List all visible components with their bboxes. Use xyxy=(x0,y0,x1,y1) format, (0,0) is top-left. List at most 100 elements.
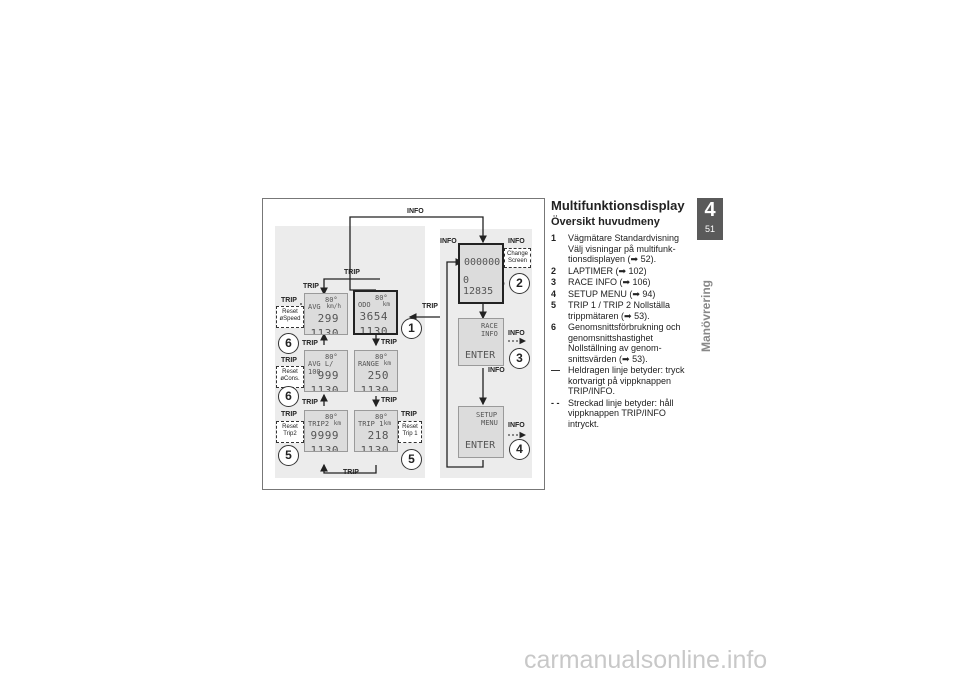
trip-label: TRIP xyxy=(401,411,417,418)
legend-key: 3 xyxy=(551,277,557,287)
section-side-tab: Manövrering xyxy=(699,279,713,352)
chapter-marker: 4 51 xyxy=(697,198,723,240)
value-readout: 999 xyxy=(317,369,339,382)
info-label: INFO xyxy=(508,422,525,429)
unit-label: km xyxy=(382,301,390,308)
legend-item-solid-line: — Heldragen linje betyder: tryck kortvar… xyxy=(551,365,691,397)
callout-badge-5: 5 xyxy=(401,449,422,470)
trip-label: TRIP xyxy=(281,411,297,418)
value-readout: 9999 xyxy=(310,429,339,442)
avg-speed-screen: 80° AVG km/h 299 1130 xyxy=(304,293,348,335)
screen-label: ODO xyxy=(358,301,371,309)
enter-label: ENTER xyxy=(465,440,496,451)
legend-item: 4 SETUP MENU (➡ 94) xyxy=(551,289,691,300)
temp-readout: 80° xyxy=(375,353,388,361)
info-label: INFO xyxy=(508,330,525,337)
time-readout: 1130 xyxy=(310,327,339,335)
callout-badge-2: 2 xyxy=(509,273,530,294)
race-info-line1: RACE xyxy=(481,322,498,330)
legend-text: LAPTIMER (➡ 102) xyxy=(568,265,647,276)
race-info-line2: INFO xyxy=(481,330,498,338)
value-readout: 250 xyxy=(367,369,389,382)
screen-label: AVG xyxy=(308,303,321,311)
value-readout: 3654 xyxy=(359,310,388,323)
legend-item: 3 RACE INFO (➡ 106) xyxy=(551,277,691,288)
setup-menu-screen: SETUP MENU ENTER xyxy=(458,406,504,458)
callout-badge-3: 3 xyxy=(509,348,530,369)
info-label: INFO xyxy=(440,238,457,245)
trip-label: TRIP xyxy=(281,297,297,304)
unit-label: km xyxy=(383,360,391,367)
trip-label: TRIP xyxy=(281,357,297,364)
laptimer-row1: 000000 xyxy=(464,257,501,268)
trip-label: TRIP xyxy=(381,339,397,346)
temp-readout: 80° xyxy=(375,413,388,421)
trip-label: TRIP xyxy=(302,340,318,347)
legend-item-dashed-line: - - Streckad linje betyder: håll vippkna… xyxy=(551,398,691,430)
legend-text: Vägmätare Standardvisning Välj visningar… xyxy=(568,233,680,264)
trip-label: TRIP xyxy=(422,303,438,310)
page-number: 51 xyxy=(704,224,715,234)
screen-label: TRIP2 xyxy=(308,420,330,428)
temp-readout: 80° xyxy=(325,413,338,421)
trip1-screen: 80° TRIP 1 km 218 1130 xyxy=(354,410,398,452)
legend-key: - - xyxy=(551,397,560,408)
info-label-top: INFO xyxy=(407,208,424,215)
value-readout: 218 xyxy=(367,429,389,442)
unit-label: km xyxy=(383,420,391,427)
callout-badge-6: 6 xyxy=(278,333,299,354)
change-screen-box: Change Screen xyxy=(504,248,531,268)
reset-cons-box: Reset øCons. xyxy=(276,366,304,388)
reset-speed-box: Reset øSpeed xyxy=(276,306,304,328)
trip-label: TRIP xyxy=(303,283,319,290)
laptimer-row2: 0 12835 xyxy=(463,275,494,297)
legend-item: 1 Vägmätare Standardvisning Välj visning… xyxy=(551,233,691,265)
time-readout: 1130 xyxy=(310,444,339,452)
legend-item: 2 LAPTIMER (➡ 102) xyxy=(551,266,691,277)
watermark: carmanualsonline.info xyxy=(524,646,768,674)
range-screen: 80° RANGE km 250 1130 xyxy=(354,350,398,392)
trip-label-bottom: TRIP xyxy=(343,469,359,476)
temp-readout: 80° xyxy=(325,353,338,361)
time-readout: 1130 xyxy=(310,384,339,392)
trip-label-top: TRIP xyxy=(344,269,360,276)
legend-text: SETUP MENU (➡ 94) xyxy=(568,288,656,299)
race-info-screen: RACE INFO ENTER xyxy=(458,318,504,366)
odo-screen: 80° ODO km 3654 1130 xyxy=(353,290,398,335)
setup-menu-line1: SETUP xyxy=(476,411,498,419)
enter-label: ENTER xyxy=(465,350,496,361)
legend-key: 1 xyxy=(551,233,557,243)
temp-readout: 80° xyxy=(375,294,388,302)
temp-readout: 80° xyxy=(325,296,338,304)
trip-label: TRIP xyxy=(302,399,318,406)
legend-item: 6 Genomsnittsförbrukning och genomsnitts… xyxy=(551,322,691,364)
callout-badge-4: 4 xyxy=(509,439,530,460)
page-title: Multifunktionsdisplay xyxy=(551,198,685,213)
legend-text: Heldragen linje betyder: tryck kortvarig… xyxy=(568,365,685,396)
info-label: INFO xyxy=(508,238,525,245)
reset-trip2-box: Reset Trip2 xyxy=(276,421,304,443)
legend-key: 2 xyxy=(551,265,557,276)
legend-item: 5 TRIP 1 / TRIP 2 Nollställa trippmätare… xyxy=(551,300,691,321)
time-readout: 1130 xyxy=(360,444,389,452)
laptimer-screen: 000000 0 12835 xyxy=(458,243,504,304)
unit-label: km/h xyxy=(326,303,341,310)
reset-trip1-box: Reset Trip 1 xyxy=(398,421,422,443)
legend-text: TRIP 1 / TRIP 2 Nollställa trippmätaren … xyxy=(568,300,671,321)
legend-list: 1 Vägmätare Standardvisning Välj visning… xyxy=(551,233,691,430)
info-label: INFO xyxy=(488,367,505,374)
callout-badge-5: 5 xyxy=(278,445,299,466)
page-subtitle: Översikt huvudmeny xyxy=(551,216,660,228)
value-readout: 299 xyxy=(317,312,339,325)
legend-key: — xyxy=(551,365,560,375)
screen-label: TRIP 1 xyxy=(358,420,384,428)
legend-text: Streckad linje betyder: håll vippknappen… xyxy=(568,397,674,429)
chapter-number: 4 xyxy=(704,199,716,221)
callout-badge-6: 6 xyxy=(278,386,299,407)
legend-key: 6 xyxy=(551,322,557,332)
legend-key: 5 xyxy=(551,300,557,310)
avg-cons-screen: 80° AVG L/ 100 999 1130 xyxy=(304,350,348,392)
time-readout: 1130 xyxy=(359,325,388,335)
trip2-screen: 80° TRIP2 km 9999 1130 xyxy=(304,410,348,452)
legend-key: 4 xyxy=(551,288,557,299)
